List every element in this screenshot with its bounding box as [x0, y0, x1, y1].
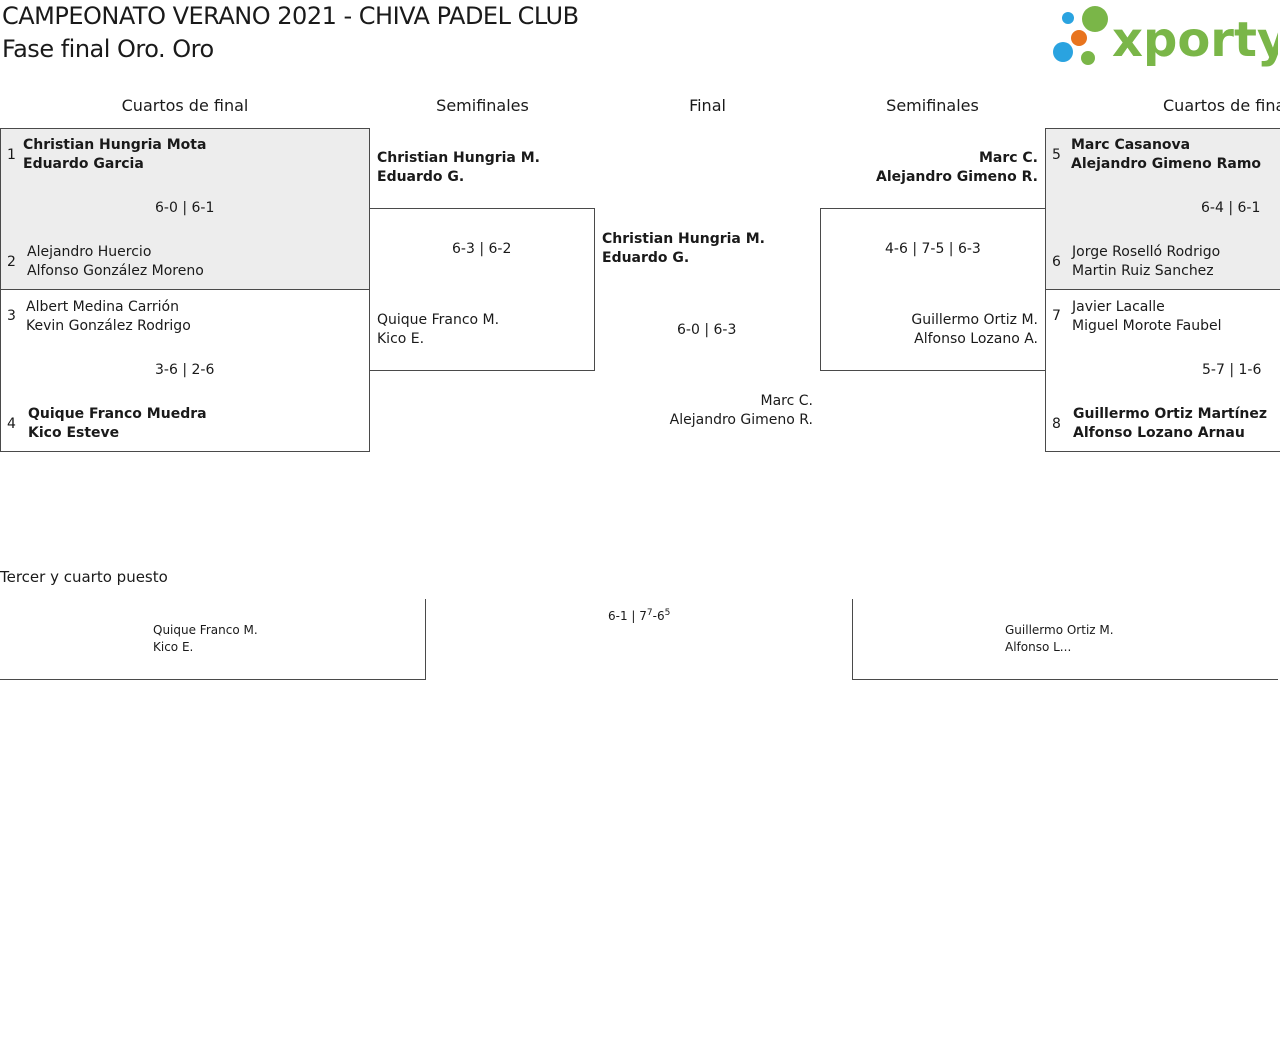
player-name: Eduardo G.	[377, 169, 465, 185]
bracket-line	[0, 679, 426, 680]
player-name: Guillermo Ortiz M.	[1005, 623, 1114, 637]
player-name: Quique Franco M.	[377, 312, 500, 328]
team-pair[interactable]: Marc C. Alejandro Gimeno R.	[613, 392, 813, 430]
third-place-score: 6-1 | 77-65	[608, 608, 670, 623]
player-name: Alejandro Gimeno R.	[669, 412, 813, 428]
player-name: Guillermo Ortiz Martínez	[1073, 406, 1268, 422]
seed-number: 8	[1052, 416, 1061, 432]
player-name: Kico E.	[153, 640, 194, 654]
player-name: Marc C.	[760, 393, 813, 409]
bracket-line	[425, 599, 426, 680]
tiebreak-score: 7	[646, 608, 653, 618]
xporty-logo-graphic: xporty	[1053, 6, 1280, 68]
player-name: Marc Casanova	[1071, 137, 1191, 153]
player-name: Martin Ruiz Sanchez	[1072, 263, 1214, 279]
seed-number: 7	[1052, 308, 1061, 324]
player-name: Eduardo Garcia	[23, 156, 144, 172]
final-score: 6-0 | 6-3	[677, 322, 737, 338]
sf-match-left[interactable]	[369, 208, 595, 371]
svg-text:xporty: xporty	[1112, 12, 1278, 68]
seed-number: 5	[1052, 147, 1061, 163]
team-pair[interactable]: Albert Medina Carrión Kevin González Rod…	[26, 298, 191, 336]
round-header-left-sf: Semifinales	[436, 96, 529, 115]
team-pair[interactable]: Guillermo Ortiz Martínez Alfonso Lozano …	[1073, 405, 1267, 443]
match-score: 3-6 | 2-6	[155, 362, 215, 378]
team-pair[interactable]: Quique Franco M. Kico E.	[377, 311, 499, 349]
player-name: Albert Medina Carrión	[26, 299, 179, 315]
player-name: Alfonso González Moreno	[27, 263, 204, 279]
round-header-right-sf: Semifinales	[886, 96, 979, 115]
player-name: Quique Franco Muedra	[28, 406, 207, 422]
round-header-right-qf: Cuartos de final	[1163, 96, 1280, 115]
seed-number: 3	[7, 308, 16, 324]
player-name: Guillermo Ortiz M.	[911, 312, 1038, 328]
player-name: Alfonso L...	[1005, 640, 1072, 654]
team-pair[interactable]: Christian Hungria M. Eduardo G.	[377, 149, 540, 187]
player-name: Eduardo G.	[602, 250, 690, 266]
third-place-title: Tercer y cuarto puesto	[0, 568, 168, 586]
sf-match-right[interactable]	[820, 208, 1046, 371]
player-name: Alejandro Huercio	[27, 244, 152, 260]
team-pair[interactable]: Jorge Roselló Rodrigo Martin Ruiz Sanche…	[1072, 243, 1220, 281]
team-pair[interactable]: Javier Lacalle Miguel Morote Faubel	[1072, 298, 1222, 336]
qf-match-1[interactable]	[0, 128, 370, 290]
score-part: 6-1 | 7	[608, 609, 647, 623]
team-pair[interactable]: Quique Franco Muedra Kico Esteve	[28, 405, 207, 443]
match-score: 5-7 | 1-6	[1202, 362, 1262, 378]
player-name: Christian Hungria M.	[602, 231, 766, 247]
team-pair[interactable]: Guillermo Ortiz M. Alfonso Lozano A.	[838, 311, 1038, 349]
player-name: Kico E.	[377, 331, 425, 347]
player-name: Christian Hungria M.	[377, 150, 541, 166]
tiebreak-score: 5	[664, 608, 671, 618]
match-score: 6-4 | 6-1	[1201, 200, 1261, 216]
player-name: Miguel Morote Faubel	[1072, 318, 1222, 334]
player-name: Alejandro Gimeno Ramo	[1071, 156, 1262, 172]
round-header-left-qf: Cuartos de final	[121, 96, 249, 115]
team-pair[interactable]: Guillermo Ortiz M. Alfonso L...	[1005, 622, 1114, 656]
player-name: Javier Lacalle	[1072, 299, 1165, 315]
player-name: Jorge Roselló Rodrigo	[1072, 244, 1221, 260]
seed-number: 1	[7, 147, 16, 163]
score-part: -6	[652, 609, 665, 623]
player-name: Kevin González Rodrigo	[26, 318, 191, 334]
player-name: Alfonso Lozano A.	[914, 331, 1038, 347]
player-name: Kico Esteve	[28, 425, 120, 441]
round-header-final: Final	[689, 96, 726, 115]
team-pair[interactable]: Marc Casanova Alejandro Gimeno Ramo	[1071, 136, 1261, 174]
xporty-logo[interactable]: xporty	[1050, 4, 1280, 68]
seed-number: 6	[1052, 254, 1061, 270]
team-pair[interactable]: Christian Hungria M. Eduardo G.	[602, 230, 765, 268]
match-score: 6-0 | 6-1	[155, 200, 215, 216]
seed-number: 4	[7, 416, 16, 432]
match-score: 6-3 | 6-2	[452, 241, 512, 257]
player-name: Alfonso Lozano Arnau	[1073, 425, 1245, 441]
qf-match-4[interactable]	[1045, 289, 1280, 452]
team-pair[interactable]: Christian Hungria Mota Eduardo Garcia	[23, 136, 206, 174]
player-name: Christian Hungria Mota	[23, 137, 207, 153]
player-name: Alejandro Gimeno R.	[876, 169, 1038, 185]
bracket-line	[852, 679, 1278, 680]
bracket-line	[852, 599, 853, 680]
player-name: Marc C.	[978, 150, 1038, 166]
phase-subtitle: Fase final Oro. Oro	[2, 35, 214, 63]
team-pair[interactable]: Alejandro Huercio Alfonso González Moren…	[27, 243, 204, 281]
team-pair[interactable]: Quique Franco M. Kico E.	[153, 622, 258, 656]
seed-number: 2	[7, 254, 16, 270]
match-score: 4-6 | 7-5 | 6-3	[885, 241, 981, 257]
team-pair[interactable]: Marc C. Alejandro Gimeno R.	[838, 149, 1038, 187]
player-name: Quique Franco M.	[153, 623, 258, 637]
tournament-title: CAMPEONATO VERANO 2021 - CHIVA PADEL CLU…	[2, 2, 579, 30]
